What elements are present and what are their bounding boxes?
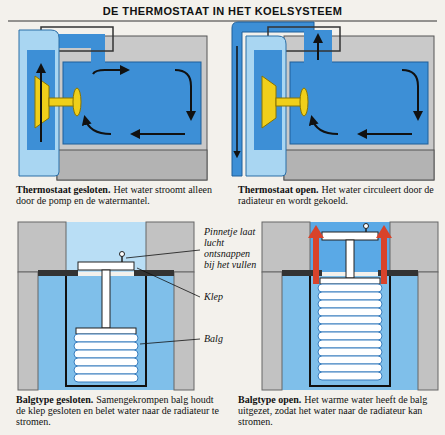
housing-wall	[418, 272, 438, 390]
thermostat-cage	[310, 276, 390, 386]
flow-arrow	[236, 46, 238, 156]
flow-arrow	[317, 36, 319, 60]
hot-flow-arrowhead	[376, 225, 392, 238]
air-pin-head	[120, 252, 125, 257]
hot-flow-arrowhead	[308, 225, 324, 238]
engine-block	[57, 36, 207, 180]
pump-disc	[73, 88, 81, 116]
bellows-pleat	[74, 350, 138, 358]
flow-arrow	[93, 70, 127, 74]
bellows-pleat	[318, 332, 382, 340]
bellows-pleat	[318, 300, 382, 308]
housing-wall	[262, 272, 282, 390]
flange	[38, 270, 78, 276]
flow-arrow	[40, 66, 42, 142]
flow-arrow	[312, 118, 338, 134]
caption-heading: Thermostaat gesloten.	[16, 184, 110, 195]
housing-wall	[262, 222, 310, 272]
flow-arrow	[85, 118, 111, 134]
bellows-plate	[76, 328, 136, 334]
housing-wall	[18, 222, 66, 272]
water-jacket	[63, 62, 201, 144]
bellows-pleat	[318, 372, 382, 380]
bellows-pleat	[74, 358, 138, 366]
flow-arrow	[402, 70, 418, 118]
impeller	[262, 76, 276, 128]
valve-stem	[346, 240, 354, 278]
radiator-passage	[66, 222, 146, 272]
bellows-pleat	[318, 292, 382, 300]
air-pin-head	[364, 224, 369, 229]
bellows-pleat	[318, 316, 382, 324]
engine-lower	[57, 150, 207, 180]
caption-block: Balgtype gesloten.Samengekrompen balg ho…	[16, 394, 222, 427]
bellows-pleat	[318, 340, 382, 348]
bellows-plate	[320, 278, 380, 284]
part-label: Klep	[204, 291, 260, 302]
housing-wall	[146, 222, 194, 272]
caption-block: Thermostaat gesloten.Het water stroomt a…	[16, 184, 216, 206]
pump-shaft	[49, 98, 75, 106]
leader-line	[140, 339, 200, 344]
bellows-closed	[18, 222, 194, 390]
bellows-pleat	[318, 356, 382, 364]
bellows-pleat	[318, 308, 382, 316]
pump-shaft	[276, 98, 302, 106]
engine-closed	[19, 27, 207, 180]
valve-stem	[102, 270, 110, 328]
flow-arrow	[133, 133, 185, 135]
part-label: Balg	[204, 333, 260, 344]
housing-wall	[18, 272, 38, 390]
caption-heading: Balgtype open.	[238, 394, 301, 405]
flow-arrow	[360, 133, 412, 135]
leader-line	[126, 250, 200, 258]
flange	[134, 270, 174, 276]
valve	[322, 232, 378, 240]
bellows-pleat	[318, 348, 382, 356]
jacket-outlet	[304, 30, 332, 64]
hot-flow-arrow	[381, 236, 387, 284]
engine-open-body	[237, 27, 434, 180]
hot-flow-arrow	[313, 236, 319, 284]
title-rule	[8, 21, 437, 22]
bellows-pleat	[318, 364, 382, 372]
caption-heading: Thermostaat open.	[238, 184, 319, 195]
diagram-title: DE THERMOSTAAT IN HET KOELSYSTEEM	[0, 5, 445, 18]
bellows-pleat	[74, 334, 138, 342]
caption-block: Thermostaat open.Het water circuleert do…	[238, 184, 438, 206]
bellows-pleat	[74, 366, 138, 374]
bellows-pleat	[74, 374, 138, 382]
housing-wall	[390, 222, 438, 272]
water-jacket	[290, 62, 428, 144]
caption-heading: Balgtype gesloten.	[16, 394, 93, 405]
engine-lower	[284, 150, 434, 180]
bellows-pleat	[74, 342, 138, 350]
jacket-outlet	[91, 34, 105, 64]
bellows-open	[262, 222, 438, 390]
bellows-pleat	[318, 324, 382, 332]
bellows-pleat	[318, 284, 382, 292]
caption-block: Balgtype open.Het warme water heeft de b…	[238, 394, 438, 427]
valve	[78, 262, 134, 270]
flow-arrow	[175, 70, 191, 118]
leader-line	[137, 268, 200, 297]
part-label: Pinnetje laat lucht ontsnappen bij het v…	[204, 226, 260, 270]
engine-open	[232, 22, 434, 180]
pump-disc	[300, 88, 308, 116]
water-chamber	[282, 276, 418, 390]
